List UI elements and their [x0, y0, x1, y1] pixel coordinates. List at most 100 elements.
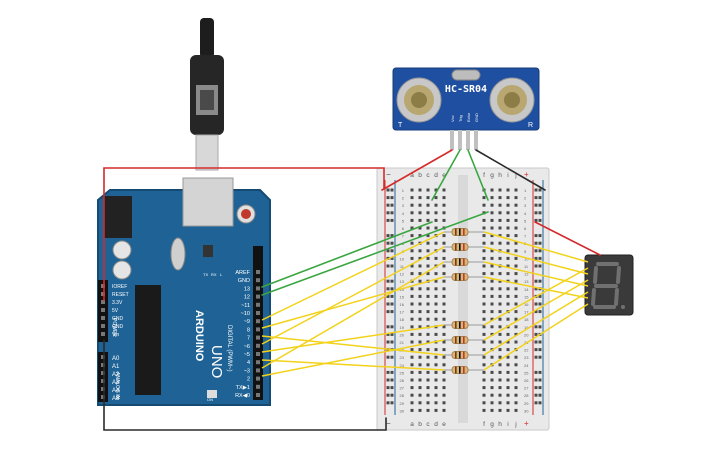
- rail-hole[interactable]: [386, 211, 390, 215]
- rail-hole[interactable]: [538, 310, 542, 314]
- sensor-pins[interactable]: [450, 130, 478, 150]
- digital-pin[interactable]: [256, 327, 260, 332]
- breadboard-hole[interactable]: [506, 203, 510, 207]
- digital-pin[interactable]: [256, 352, 260, 356]
- breadboard-hole[interactable]: [410, 234, 414, 238]
- breadboard-hole[interactable]: [498, 211, 502, 215]
- wire-yellow-arduino[interactable]: [261, 324, 445, 353]
- breadboard-hole[interactable]: [514, 196, 518, 200]
- rail-hole[interactable]: [386, 310, 390, 314]
- breadboard-holes[interactable]: [386, 188, 542, 412]
- power-pin[interactable]: [101, 324, 105, 328]
- breadboard-hole[interactable]: [498, 408, 502, 412]
- breadboard-hole[interactable]: [498, 241, 502, 245]
- rail-hole[interactable]: [534, 325, 538, 329]
- rail-hole[interactable]: [534, 386, 538, 390]
- breadboard-hole[interactable]: [506, 378, 510, 382]
- resistor[interactable]: [444, 336, 484, 344]
- yellow-wires[interactable]: [261, 231, 589, 377]
- digital-pin[interactable]: [256, 302, 260, 307]
- rail-hole[interactable]: [534, 310, 538, 314]
- breadboard-hole[interactable]: [426, 355, 430, 359]
- breadboard-hole[interactable]: [434, 203, 438, 207]
- wire-yellow-display[interactable]: [483, 231, 589, 263]
- breadboard-hole[interactable]: [410, 310, 414, 314]
- breadboard-hole[interactable]: [426, 340, 430, 344]
- breadboard-hole[interactable]: [418, 363, 422, 367]
- breadboard-hole[interactable]: [418, 272, 422, 276]
- breadboard-hole[interactable]: [514, 218, 518, 222]
- breadboard-hole[interactable]: [442, 256, 446, 260]
- breadboard-hole[interactable]: [498, 325, 502, 329]
- breadboard-hole[interactable]: [490, 310, 494, 314]
- breadboard-hole[interactable]: [410, 340, 414, 344]
- breadboard-hole[interactable]: [442, 294, 446, 298]
- breadboard-hole[interactable]: [426, 370, 430, 374]
- rail-hole[interactable]: [386, 393, 390, 397]
- breadboard-hole[interactable]: [434, 393, 438, 397]
- breadboard-hole[interactable]: [514, 234, 518, 238]
- breadboard-hole[interactable]: [434, 348, 438, 352]
- breadboard-hole[interactable]: [434, 279, 438, 283]
- breadboard-hole[interactable]: [498, 294, 502, 298]
- breadboard-hole[interactable]: [490, 249, 494, 253]
- breadboard-hole[interactable]: [490, 386, 494, 390]
- rail-hole[interactable]: [538, 256, 542, 260]
- breadboard-hole[interactable]: [490, 340, 494, 344]
- breadboard-hole[interactable]: [442, 249, 446, 253]
- rail-hole[interactable]: [386, 241, 390, 245]
- rail-hole[interactable]: [538, 401, 542, 405]
- rail-hole[interactable]: [386, 188, 390, 192]
- rail-hole[interactable]: [390, 256, 394, 260]
- rail-hole[interactable]: [386, 203, 390, 207]
- breadboard-hole[interactable]: [498, 234, 502, 238]
- breadboard-hole[interactable]: [426, 226, 430, 230]
- analog-pin[interactable]: [101, 355, 105, 359]
- power-pin[interactable]: [101, 300, 105, 304]
- breadboard-hole[interactable]: [498, 386, 502, 390]
- breadboard-hole[interactable]: [426, 249, 430, 253]
- breadboard-hole[interactable]: [410, 332, 414, 336]
- breadboard-hole[interactable]: [418, 355, 422, 359]
- breadboard-hole[interactable]: [410, 317, 414, 321]
- breadboard-hole[interactable]: [410, 287, 414, 291]
- breadboard-hole[interactable]: [442, 401, 446, 405]
- rail-hole[interactable]: [390, 264, 394, 268]
- breadboard-hole[interactable]: [506, 386, 510, 390]
- breadboard-hole[interactable]: [442, 355, 446, 359]
- breadboard-hole[interactable]: [482, 302, 486, 306]
- sensor-pin[interactable]: [474, 130, 478, 150]
- rail-hole[interactable]: [390, 386, 394, 390]
- rail-hole[interactable]: [534, 211, 538, 215]
- digital-pin[interactable]: [256, 393, 260, 397]
- rail-hole[interactable]: [534, 287, 538, 291]
- rail-hole[interactable]: [538, 348, 542, 352]
- breadboard-hole[interactable]: [434, 272, 438, 276]
- breadboard-hole[interactable]: [498, 203, 502, 207]
- breadboard-hole[interactable]: [514, 287, 518, 291]
- breadboard-hole[interactable]: [418, 340, 422, 344]
- breadboard-hole[interactable]: [410, 393, 414, 397]
- power-pin[interactable]: [101, 308, 105, 312]
- breadboard-hole[interactable]: [418, 332, 422, 336]
- breadboard-hole[interactable]: [418, 317, 422, 321]
- breadboard-hole[interactable]: [442, 310, 446, 314]
- breadboard-hole[interactable]: [490, 211, 494, 215]
- breadboard-hole[interactable]: [426, 234, 430, 238]
- breadboard-hole[interactable]: [410, 370, 414, 374]
- breadboard-hole[interactable]: [442, 348, 446, 352]
- breadboard-hole[interactable]: [418, 393, 422, 397]
- rail-hole[interactable]: [386, 287, 390, 291]
- breadboard-hole[interactable]: [498, 218, 502, 222]
- breadboard-hole[interactable]: [410, 218, 414, 222]
- breadboard-hole[interactable]: [426, 241, 430, 245]
- breadboard-hole[interactable]: [506, 234, 510, 238]
- breadboard-hole[interactable]: [482, 355, 486, 359]
- digital-pin[interactable]: [256, 270, 260, 274]
- resistor[interactable]: [444, 321, 484, 329]
- breadboard-hole[interactable]: [498, 363, 502, 367]
- breadboard-hole[interactable]: [506, 302, 510, 306]
- rail-hole[interactable]: [538, 370, 542, 374]
- breadboard-hole[interactable]: [442, 370, 446, 374]
- breadboard-hole[interactable]: [514, 393, 518, 397]
